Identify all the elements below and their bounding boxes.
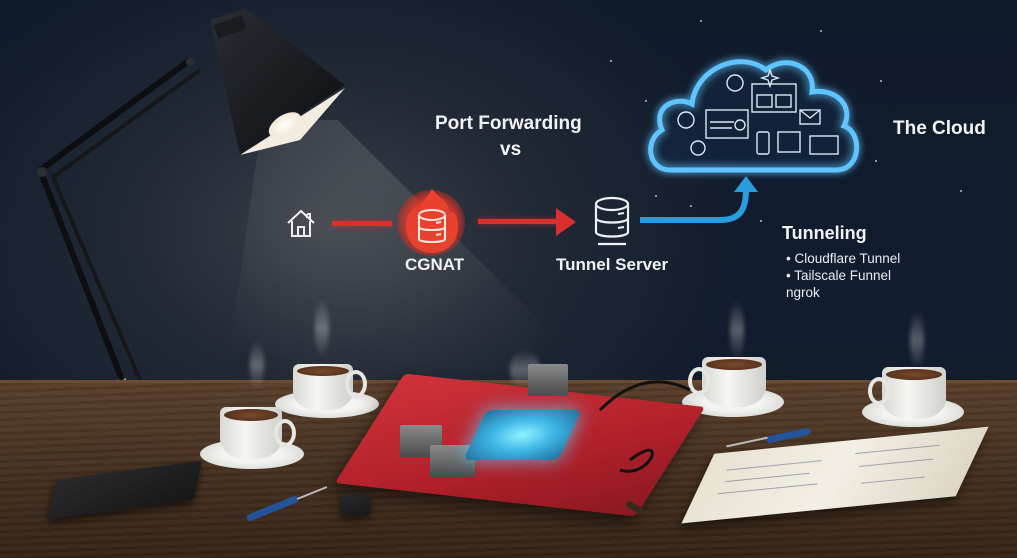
house-icon bbox=[287, 209, 315, 237]
steam bbox=[910, 310, 924, 370]
coffee-cup bbox=[200, 405, 310, 471]
blue-arrow-to-cloud bbox=[640, 176, 758, 223]
red-connector-home-cgnat bbox=[332, 221, 392, 226]
red-arrow-head-icon bbox=[556, 208, 576, 236]
desk-edge bbox=[0, 380, 1017, 385]
title-vs: vs bbox=[500, 139, 522, 160]
tunneling-item-tailscale: • Tailscale Funnel bbox=[786, 268, 892, 283]
steam bbox=[730, 300, 744, 360]
coffee-cup bbox=[275, 360, 385, 420]
steam bbox=[250, 340, 264, 390]
tunneling-heading: Tunneling bbox=[782, 223, 867, 243]
cloud-icon bbox=[648, 59, 859, 173]
usb-cable bbox=[598, 380, 691, 473]
small-module bbox=[340, 495, 370, 515]
coffee-cup bbox=[862, 365, 967, 429]
the-cloud-label: The Cloud bbox=[893, 118, 986, 139]
tunnel-server-label: Tunnel Server bbox=[556, 255, 669, 274]
database-fire-icon bbox=[406, 189, 458, 253]
tunneling-item-cloudflare: • Cloudflare Tunnel bbox=[786, 251, 901, 266]
red-connector-cgnat-server bbox=[478, 219, 560, 224]
database-icon bbox=[594, 196, 630, 246]
steam bbox=[315, 298, 329, 358]
cgnat-label: CGNAT bbox=[405, 255, 465, 274]
title-port-forwarding: Port Forwarding bbox=[435, 113, 582, 134]
heatsink-block bbox=[528, 364, 568, 396]
tunneling-item-ngrok: ngrok bbox=[786, 285, 820, 300]
tunneling-list: • Cloudflare Tunnel • Tailscale Funnel n… bbox=[786, 250, 900, 301]
